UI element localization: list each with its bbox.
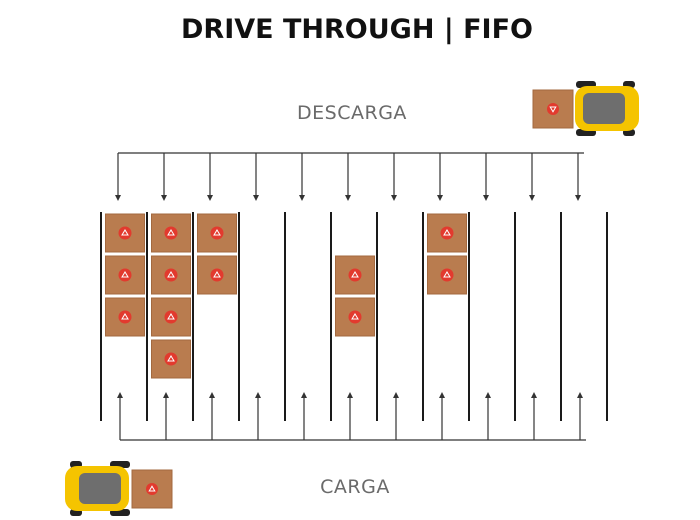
pallet-box [105, 255, 145, 295]
red-triangle-logo-icon [118, 268, 132, 282]
unload-arrows [115, 153, 581, 201]
red-triangle-logo-icon [164, 226, 178, 240]
pallet-box [197, 213, 237, 253]
diagram-title: DRIVE THROUGH | FIFO [181, 14, 533, 45]
unload-forklift [532, 81, 639, 136]
load-arrows [117, 392, 583, 440]
load-collection-lines [117, 392, 586, 441]
unload-distribution-lines [115, 152, 584, 201]
red-triangle-logo-icon [164, 268, 178, 282]
red-triangle-logo-icon [146, 483, 158, 495]
pallet-box [105, 213, 145, 253]
red-triangle-logo-icon [547, 103, 559, 115]
pallet-box [151, 297, 191, 337]
red-triangle-logo-icon [164, 352, 178, 366]
red-triangle-logo-icon [118, 310, 132, 324]
truck-cab-window [79, 473, 121, 504]
unload-zone-label: DESCARGA [297, 102, 407, 124]
pallet-boxes [105, 213, 467, 379]
pallet-box [151, 213, 191, 253]
pallet-box [335, 255, 375, 295]
pallet-box [427, 255, 467, 295]
load-zone-label: CARGA [320, 476, 390, 498]
red-triangle-logo-icon [210, 268, 224, 282]
red-triangle-logo-icon [118, 226, 132, 240]
red-triangle-logo-icon [440, 226, 454, 240]
rack-rails [100, 212, 608, 421]
pallet-box [105, 297, 145, 337]
pallet-box [197, 255, 237, 295]
red-triangle-logo-icon [164, 310, 178, 324]
load-forklift [65, 461, 173, 516]
red-triangle-logo-icon [440, 268, 454, 282]
red-triangle-logo-icon [348, 268, 362, 282]
red-triangle-logo-icon [210, 226, 224, 240]
pallet-box [335, 297, 375, 337]
truck-cab-window [583, 93, 625, 124]
pallet-box [151, 339, 191, 379]
pallet-box [427, 213, 467, 253]
pallet-box [151, 255, 191, 295]
red-triangle-logo-icon [348, 310, 362, 324]
